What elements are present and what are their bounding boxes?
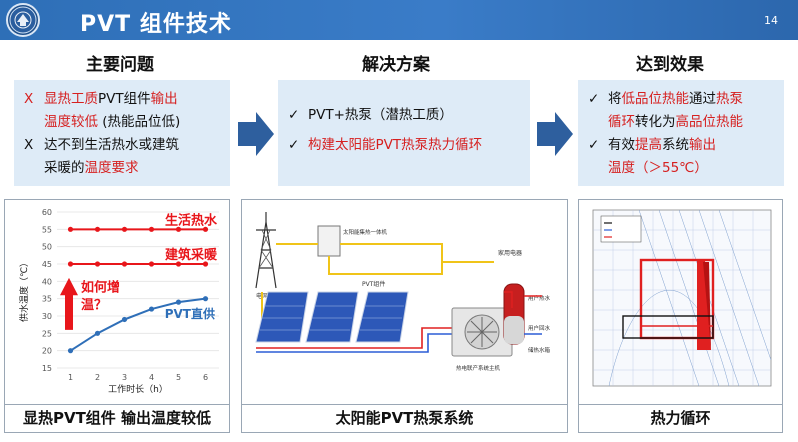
x-tick-label: 6	[203, 373, 208, 382]
data-point	[94, 261, 101, 267]
y-axis-label: 供水温度（℃）	[18, 258, 30, 322]
data-point	[202, 261, 209, 267]
solar-collector-label: 太阳能集热一体机	[343, 228, 388, 236]
pvt-panel-array	[255, 291, 409, 343]
right-caption: 热力循环	[578, 405, 783, 433]
pvt-module-label: PVT组件	[362, 280, 385, 288]
problem-item-2: X 达不到生活热水或建筑 采暖的温度要求	[24, 134, 220, 180]
up-arrow-icon	[60, 277, 78, 330]
ph-diagram	[592, 209, 772, 387]
thermodynamic-cycle-panel	[578, 199, 783, 405]
data-point	[175, 226, 182, 232]
y-tick-label: 40	[42, 277, 52, 286]
y-tick-label: 35	[42, 295, 52, 304]
effect-heading: 达到效果	[636, 55, 704, 75]
check-mark-icon: ✓	[288, 137, 300, 153]
series-label-pvt: PVT直供	[165, 306, 215, 321]
effect-item-2: ✓ 有效提高系统输出 温度（＞55℃）	[588, 134, 774, 180]
problem-heading: 主要问题	[86, 55, 154, 75]
y-tick-label: 25	[42, 329, 52, 338]
x-tick-label: 3	[122, 373, 127, 382]
user-return-water-label: 用户回水	[528, 324, 551, 332]
user-hot-water-label: 用户热水	[528, 294, 551, 302]
annotation-text: 温？	[81, 298, 107, 313]
y-tick-label: 50	[42, 243, 52, 252]
series-line-2	[69, 297, 206, 352]
right-arrow-icon	[238, 112, 274, 156]
check-mark-icon: ✓	[588, 137, 600, 153]
page-title: PVT 组件技术	[80, 12, 232, 37]
solution-heading: 解决方案	[362, 55, 430, 75]
solution-box: ✓ PVT+热泵（潜热工质） ✓ 构建太阳能PVT热泵热力循环	[278, 80, 530, 186]
y-tick-label: 45	[42, 260, 52, 269]
data-point	[121, 261, 128, 267]
title-bar: PVT 组件技术 14	[0, 0, 798, 40]
university-logo	[6, 3, 40, 37]
pvt-heat-pump-diagram: 电网 太阳能集热一体机 家用电器 PVT组件 热电联产系统主机	[255, 212, 551, 372]
home-appliance-label: 家用电器	[498, 249, 522, 257]
series-label-hot-water: 生活热水	[165, 212, 218, 228]
data-point	[175, 299, 182, 305]
heat-pump-unit	[451, 307, 513, 357]
data-point	[148, 261, 155, 267]
data-point	[202, 226, 209, 232]
x-tick-label: 1	[68, 373, 73, 382]
solution-item-1: ✓ PVT+热泵（潜热工质）	[288, 100, 520, 130]
data-point	[67, 226, 74, 232]
heat-pump-unit-label: 热电联产系统主机	[456, 364, 501, 372]
cross-mark-icon: X	[24, 91, 34, 107]
data-point	[67, 348, 74, 354]
data-point	[148, 226, 155, 232]
x-axis-label: 工作时长（h）	[108, 383, 168, 395]
x-tick-label: 4	[149, 373, 154, 382]
data-point	[121, 226, 128, 232]
effect-item-1: ✓ 将低品位热能通过热泵 循环转化为高品位热能	[588, 88, 774, 134]
cross-mark-icon: X	[24, 137, 34, 153]
x-tick-label: 5	[176, 373, 181, 382]
data-point	[121, 316, 128, 323]
page-number: 14	[764, 14, 778, 27]
solar-collector-unit	[317, 225, 341, 257]
problem-box: X 显热工质PVT组件输出 温度较低 (热能品位低) X 达不到生活热水或建筑 …	[14, 80, 230, 186]
system-diagram-panel: 电网 太阳能集热一体机 家用电器 PVT组件 热电联产系统主机	[241, 199, 568, 405]
water-tank-label: 储热水箱	[528, 346, 551, 354]
x-tick-label: 2	[95, 373, 100, 382]
problem-item-1: X 显热工质PVT组件输出 温度较低 (热能品位低)	[24, 88, 220, 134]
data-point	[67, 261, 74, 267]
solution-item-2: ✓ 构建太阳能PVT热泵热力循环	[288, 130, 520, 160]
middle-caption: 太阳能PVT热泵系统	[241, 405, 568, 433]
annotation-text: 如何增	[81, 280, 120, 296]
data-point	[202, 296, 209, 302]
data-point	[94, 226, 101, 232]
y-tick-label: 15	[42, 364, 52, 373]
check-mark-icon: ✓	[288, 107, 300, 123]
check-mark-icon: ✓	[588, 91, 600, 107]
data-point	[94, 330, 101, 336]
right-arrow-icon	[537, 112, 573, 156]
series-label-heating: 建筑采暖	[165, 247, 218, 263]
data-point	[175, 261, 182, 267]
y-tick-label: 60	[42, 208, 52, 217]
left-caption: 显热PVT组件 输出温度较低	[4, 405, 230, 433]
y-tick-label: 30	[42, 312, 52, 321]
y-tick-label: 20	[42, 347, 52, 356]
y-tick-label: 55	[42, 225, 52, 234]
data-point	[148, 306, 155, 312]
water-tank	[503, 283, 525, 345]
effect-box: ✓ 将低品位热能通过热泵 循环转化为高品位热能 ✓ 有效提高系统输出 温度（＞5…	[578, 80, 784, 186]
power-tower-icon	[255, 212, 277, 289]
